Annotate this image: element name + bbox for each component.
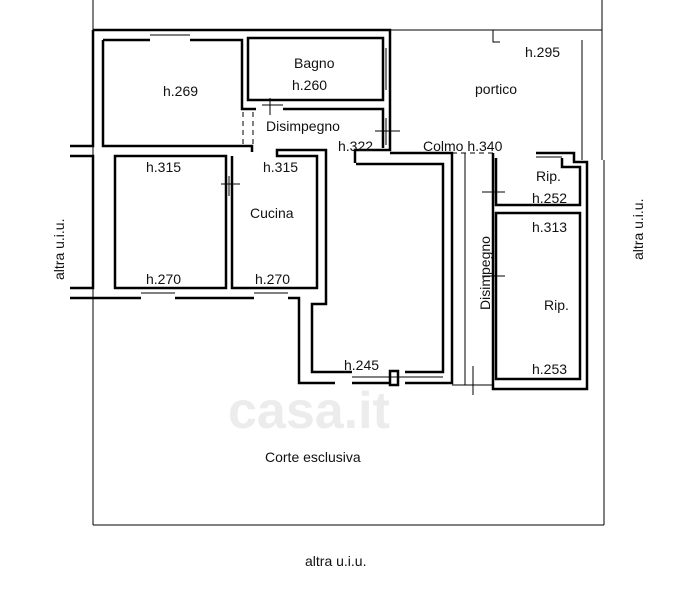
room-name-disimpegno: Disimpegno (266, 118, 340, 134)
room-height-label: h.260 (292, 77, 327, 93)
room-name-portico: portico (475, 81, 517, 97)
room-height-label: h.315 (263, 159, 298, 175)
walls (70, 28, 589, 391)
room-height-label: h.322 (338, 138, 373, 154)
colmo-label: Colmo h.340 (423, 138, 503, 154)
room-height-label: h.252 (532, 190, 567, 206)
neighbor-label-bottom: altra u.i.u. (305, 553, 366, 569)
room-height-label: h.253 (532, 361, 567, 377)
neighbor-label-right: altra u.i.u. (630, 199, 646, 260)
room-height-label: h.270 (146, 271, 181, 287)
room-height-label: h.315 (146, 159, 181, 175)
room-name-rip-small: Rip. (536, 168, 561, 184)
room-height-label: h.270 (255, 271, 290, 287)
area-name-corte: Corte esclusiva (265, 449, 361, 465)
room-height-label: h.245 (344, 357, 379, 373)
room-height-label: h.295 (525, 44, 560, 60)
room-name-cucina: Cucina (250, 205, 294, 221)
neighbor-label-left: altra u.i.u. (51, 219, 67, 280)
room-name-rip-big: Rip. (544, 297, 569, 313)
room-height-label: h.313 (532, 219, 567, 235)
room-name-bagno: Bagno (294, 55, 335, 71)
property-boundary (92, 0, 605, 526)
room-name-disimpegno-right: Disimpegno (477, 236, 493, 310)
watermark: casa.it (228, 382, 390, 440)
room-height-label: h.269 (163, 83, 198, 99)
openings (141, 34, 562, 395)
